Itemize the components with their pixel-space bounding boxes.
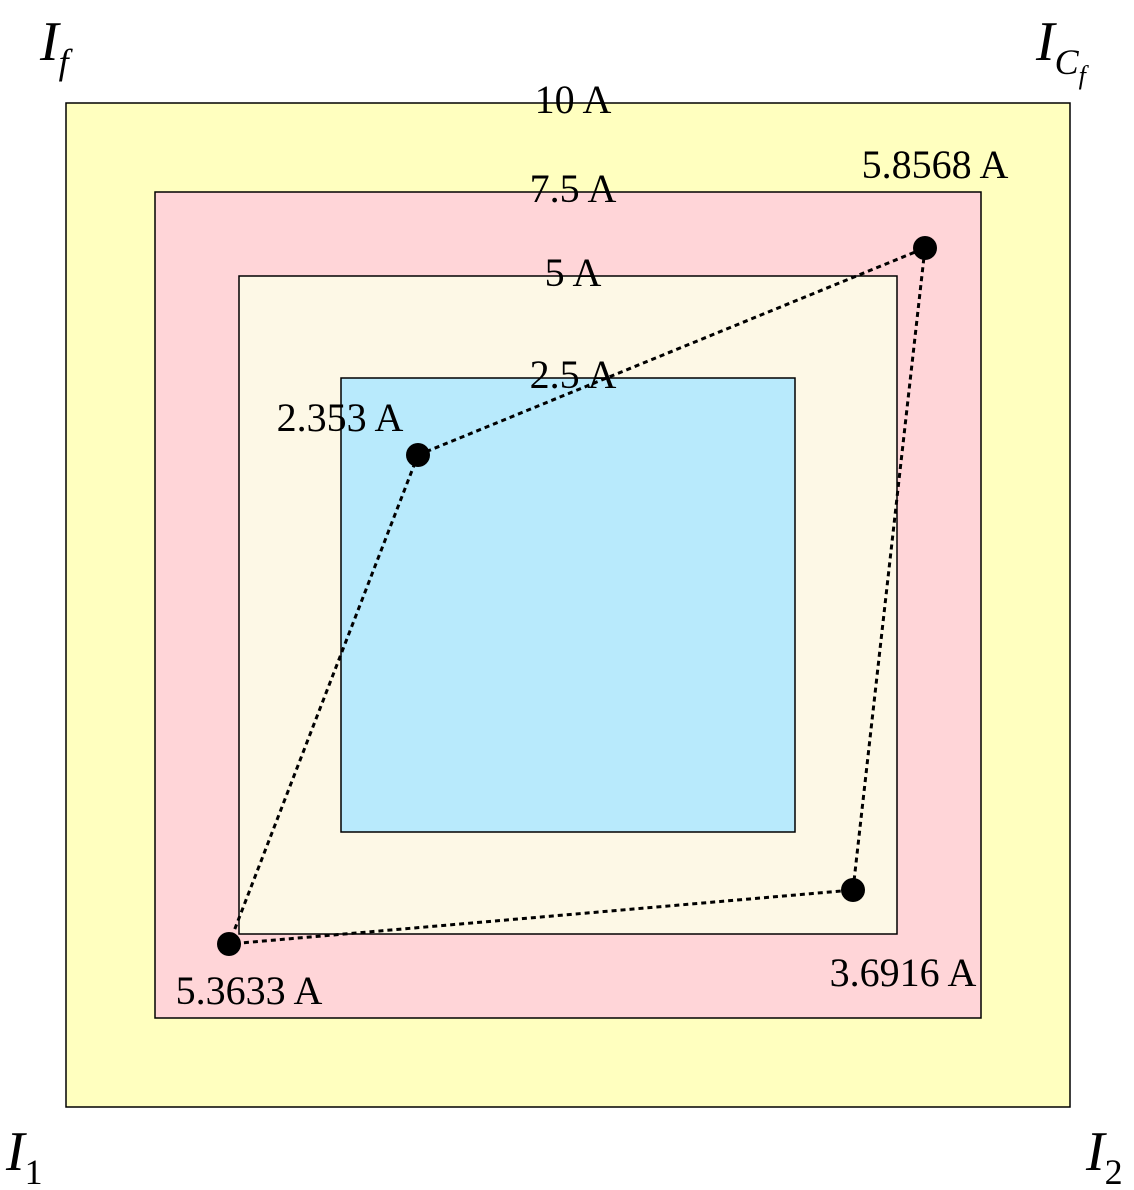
- axis-label-i-f: If: [39, 11, 74, 82]
- data-label: 2.353 A: [277, 395, 404, 440]
- ring-label: 10 A: [535, 77, 612, 122]
- data-point: [217, 932, 241, 956]
- rings: [65, 102, 1071, 1108]
- axis-label-i-1: I1: [5, 1121, 43, 1190]
- data-point: [913, 236, 937, 260]
- axis-label-i-cf: ICf: [1035, 11, 1090, 90]
- axis-label-i-2: I2: [1085, 1121, 1123, 1190]
- data-label: 5.3633 A: [176, 968, 323, 1013]
- data-label: 5.8568 A: [862, 142, 1009, 187]
- data-point: [841, 878, 865, 902]
- ring-label: 5 A: [545, 250, 602, 295]
- ring-2.5: [340, 377, 796, 833]
- ring-labels: 10 A 7.5 A 5 A 2.5 A: [530, 77, 617, 397]
- data-label: 3.6916 A: [830, 950, 977, 995]
- ring-label: 7.5 A: [530, 166, 617, 211]
- data-labels: 2.353 A 5.8568 A 3.6916 A 5.3633 A: [176, 142, 1009, 1013]
- ring-label: 2.5 A: [530, 352, 617, 397]
- data-points: [217, 236, 937, 956]
- data-point: [406, 443, 430, 467]
